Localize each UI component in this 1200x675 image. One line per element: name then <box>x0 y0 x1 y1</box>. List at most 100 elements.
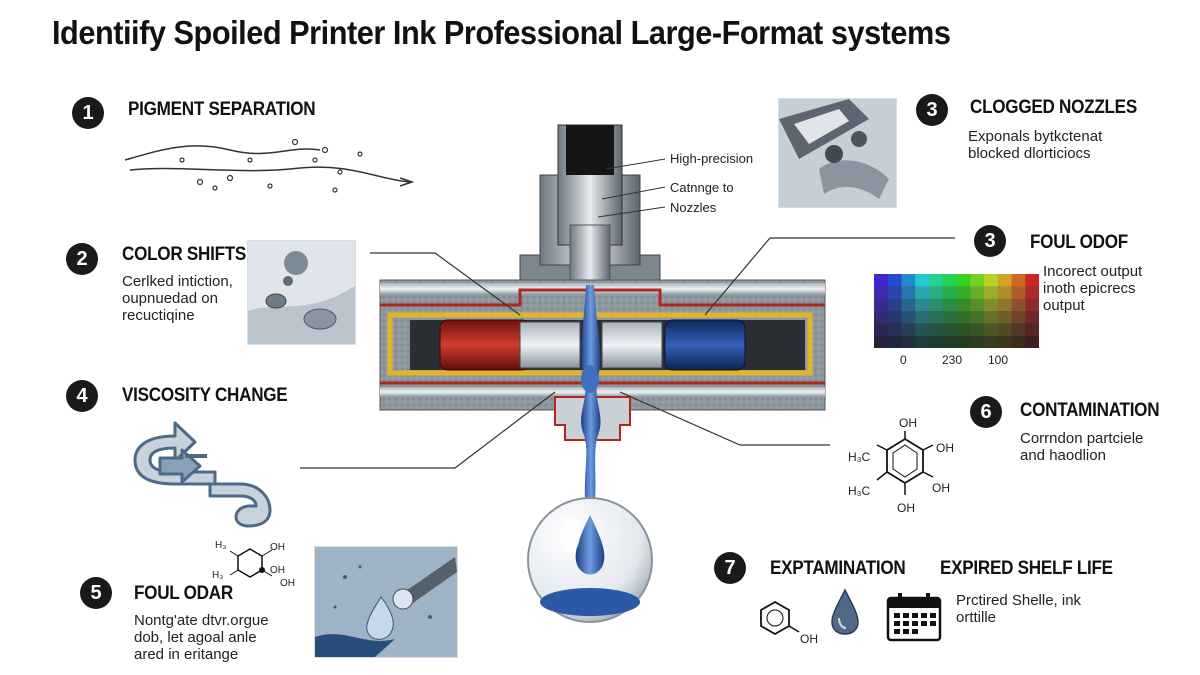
scale-cell <box>942 274 957 287</box>
viscosity-molecule-label-1: H₃ <box>215 540 227 551</box>
badge-3-foul-odof: 3 <box>974 225 1006 257</box>
contamination-oh-right: OH <box>936 441 954 455</box>
heading-pigment-separation: PIGMENT SEPARATION <box>128 99 316 120</box>
scale-cell <box>929 335 944 348</box>
scale-cell <box>984 286 999 299</box>
scale-cell <box>970 311 985 324</box>
calendar-icon <box>886 593 942 642</box>
badge-5: 5 <box>80 577 112 609</box>
heading-contamination: CONTAMINATION <box>1020 400 1160 421</box>
scale-cell <box>915 274 930 287</box>
scale-cell <box>970 298 985 312</box>
description-contamination: Corrndon partciele and haodlion <box>1020 430 1144 464</box>
scale-cell <box>1011 335 1026 348</box>
badge-2: 2 <box>66 243 98 275</box>
page-title: Identiify Spoiled Printer Ink Profession… <box>52 14 951 51</box>
scale-cell <box>970 274 985 287</box>
scale-cell <box>956 323 971 336</box>
contamination-ch3-left: H₃C <box>848 450 871 464</box>
phenol-oh-label: OH <box>800 632 818 646</box>
scale-cell <box>997 323 1012 336</box>
scale-cell <box>887 286 902 299</box>
scale-cell <box>1011 323 1026 336</box>
scale-cell <box>1011 298 1026 312</box>
scale-cell <box>1025 286 1039 299</box>
heading-color-shifts: COLOR SHIFTS <box>122 244 247 265</box>
description-clogged-nozzles: Exponals bytkctenat blocked dlorticiocs <box>968 128 1103 162</box>
scale-cell <box>1025 298 1039 312</box>
heading-expired-shelf-life: EXPIRED SHELF LIFE <box>940 558 1113 579</box>
description-expired-shelf-life: Prctired Shelle, ink orttille <box>956 592 1082 626</box>
scale-tick-0: 0 <box>900 353 907 367</box>
description-foul-odar: Nontg'ate dtvr.orgue dob, let agoal anle… <box>134 612 269 663</box>
phenol-icon <box>760 600 800 636</box>
cartridge-label-cartridge: Catnnge to <box>670 180 734 195</box>
color-shift-micrograph <box>247 240 356 345</box>
badge-6: 6 <box>970 396 1002 428</box>
pigment-separation-icon <box>124 138 415 193</box>
scale-cell <box>901 286 916 299</box>
viscosity-molecule-label-2: OH <box>270 542 285 553</box>
scale-cell <box>1011 274 1026 287</box>
scale-cell <box>901 335 916 348</box>
cartridge-label-nozzles: Nozzles <box>670 200 717 215</box>
scale-cell <box>901 274 916 287</box>
scale-cell <box>915 298 930 312</box>
contamination-ch3-lower-left: H₃C <box>848 484 871 498</box>
heading-foul-odof: FOUL ODOF <box>1030 232 1128 253</box>
scale-cell <box>929 274 944 287</box>
scale-cell <box>1025 335 1039 348</box>
scale-cell <box>1011 286 1026 299</box>
scale-cell <box>887 311 902 324</box>
scale-cell <box>956 274 971 287</box>
scale-cell <box>874 274 889 287</box>
contamination-molecule <box>876 431 934 495</box>
scale-tick-100: 100 <box>988 353 1009 367</box>
scale-cell <box>915 335 930 348</box>
scale-cell <box>929 286 944 299</box>
scale-cell <box>997 274 1012 287</box>
scale-cell <box>984 298 999 312</box>
heading-exptamination: EXPTAMINATION <box>770 558 906 579</box>
scale-cell <box>956 311 971 324</box>
scale-cell <box>942 323 957 336</box>
scale-cell <box>887 274 902 287</box>
scale-cell <box>970 286 985 299</box>
viscosity-molecule-label-5: OH <box>280 578 295 589</box>
scale-cell <box>915 311 930 324</box>
scale-cell <box>874 311 889 324</box>
scale-cell <box>1025 274 1039 287</box>
badge-3-clogged: 3 <box>916 94 948 126</box>
scale-cell <box>929 323 944 336</box>
description-color-shifts: Cerlked intiction, oupnuedad on recuctiq… <box>122 273 233 324</box>
scale-cell <box>887 298 902 312</box>
scale-cell <box>997 298 1012 312</box>
heading-viscosity-change: VISCOSITY CHANGE <box>122 385 288 406</box>
scale-cell <box>1011 311 1026 324</box>
scale-cell <box>874 298 889 312</box>
scale-cell <box>887 323 902 336</box>
scale-cell <box>874 323 889 336</box>
contamination-oh-lower-right: OH <box>932 481 950 495</box>
scale-tick-230: 230 <box>942 353 963 367</box>
scale-cell <box>956 286 971 299</box>
scale-cell <box>942 311 957 324</box>
scale-cell <box>1025 323 1039 336</box>
contamination-oh-top: OH <box>899 416 917 430</box>
viscosity-molecule-label-4: H₃ <box>212 570 224 581</box>
scale-cell <box>970 323 985 336</box>
badge-1: 1 <box>72 97 104 129</box>
scale-cell <box>1025 311 1039 324</box>
heading-clogged-nozzles: CLOGGED NOZZLES <box>970 97 1137 118</box>
scale-cell <box>942 298 957 312</box>
color-shift-scale <box>874 274 1039 348</box>
scale-cell <box>887 335 902 348</box>
heading-foul-odar: FOUL ODAR <box>134 583 233 604</box>
description-foul-odof: Incorect output inoth epicrecs output <box>1043 263 1143 314</box>
scale-cell <box>915 286 930 299</box>
viscosity-molecule <box>229 548 273 578</box>
scale-cell <box>984 274 999 287</box>
scale-cell <box>929 298 944 312</box>
scale-cell <box>997 311 1012 324</box>
